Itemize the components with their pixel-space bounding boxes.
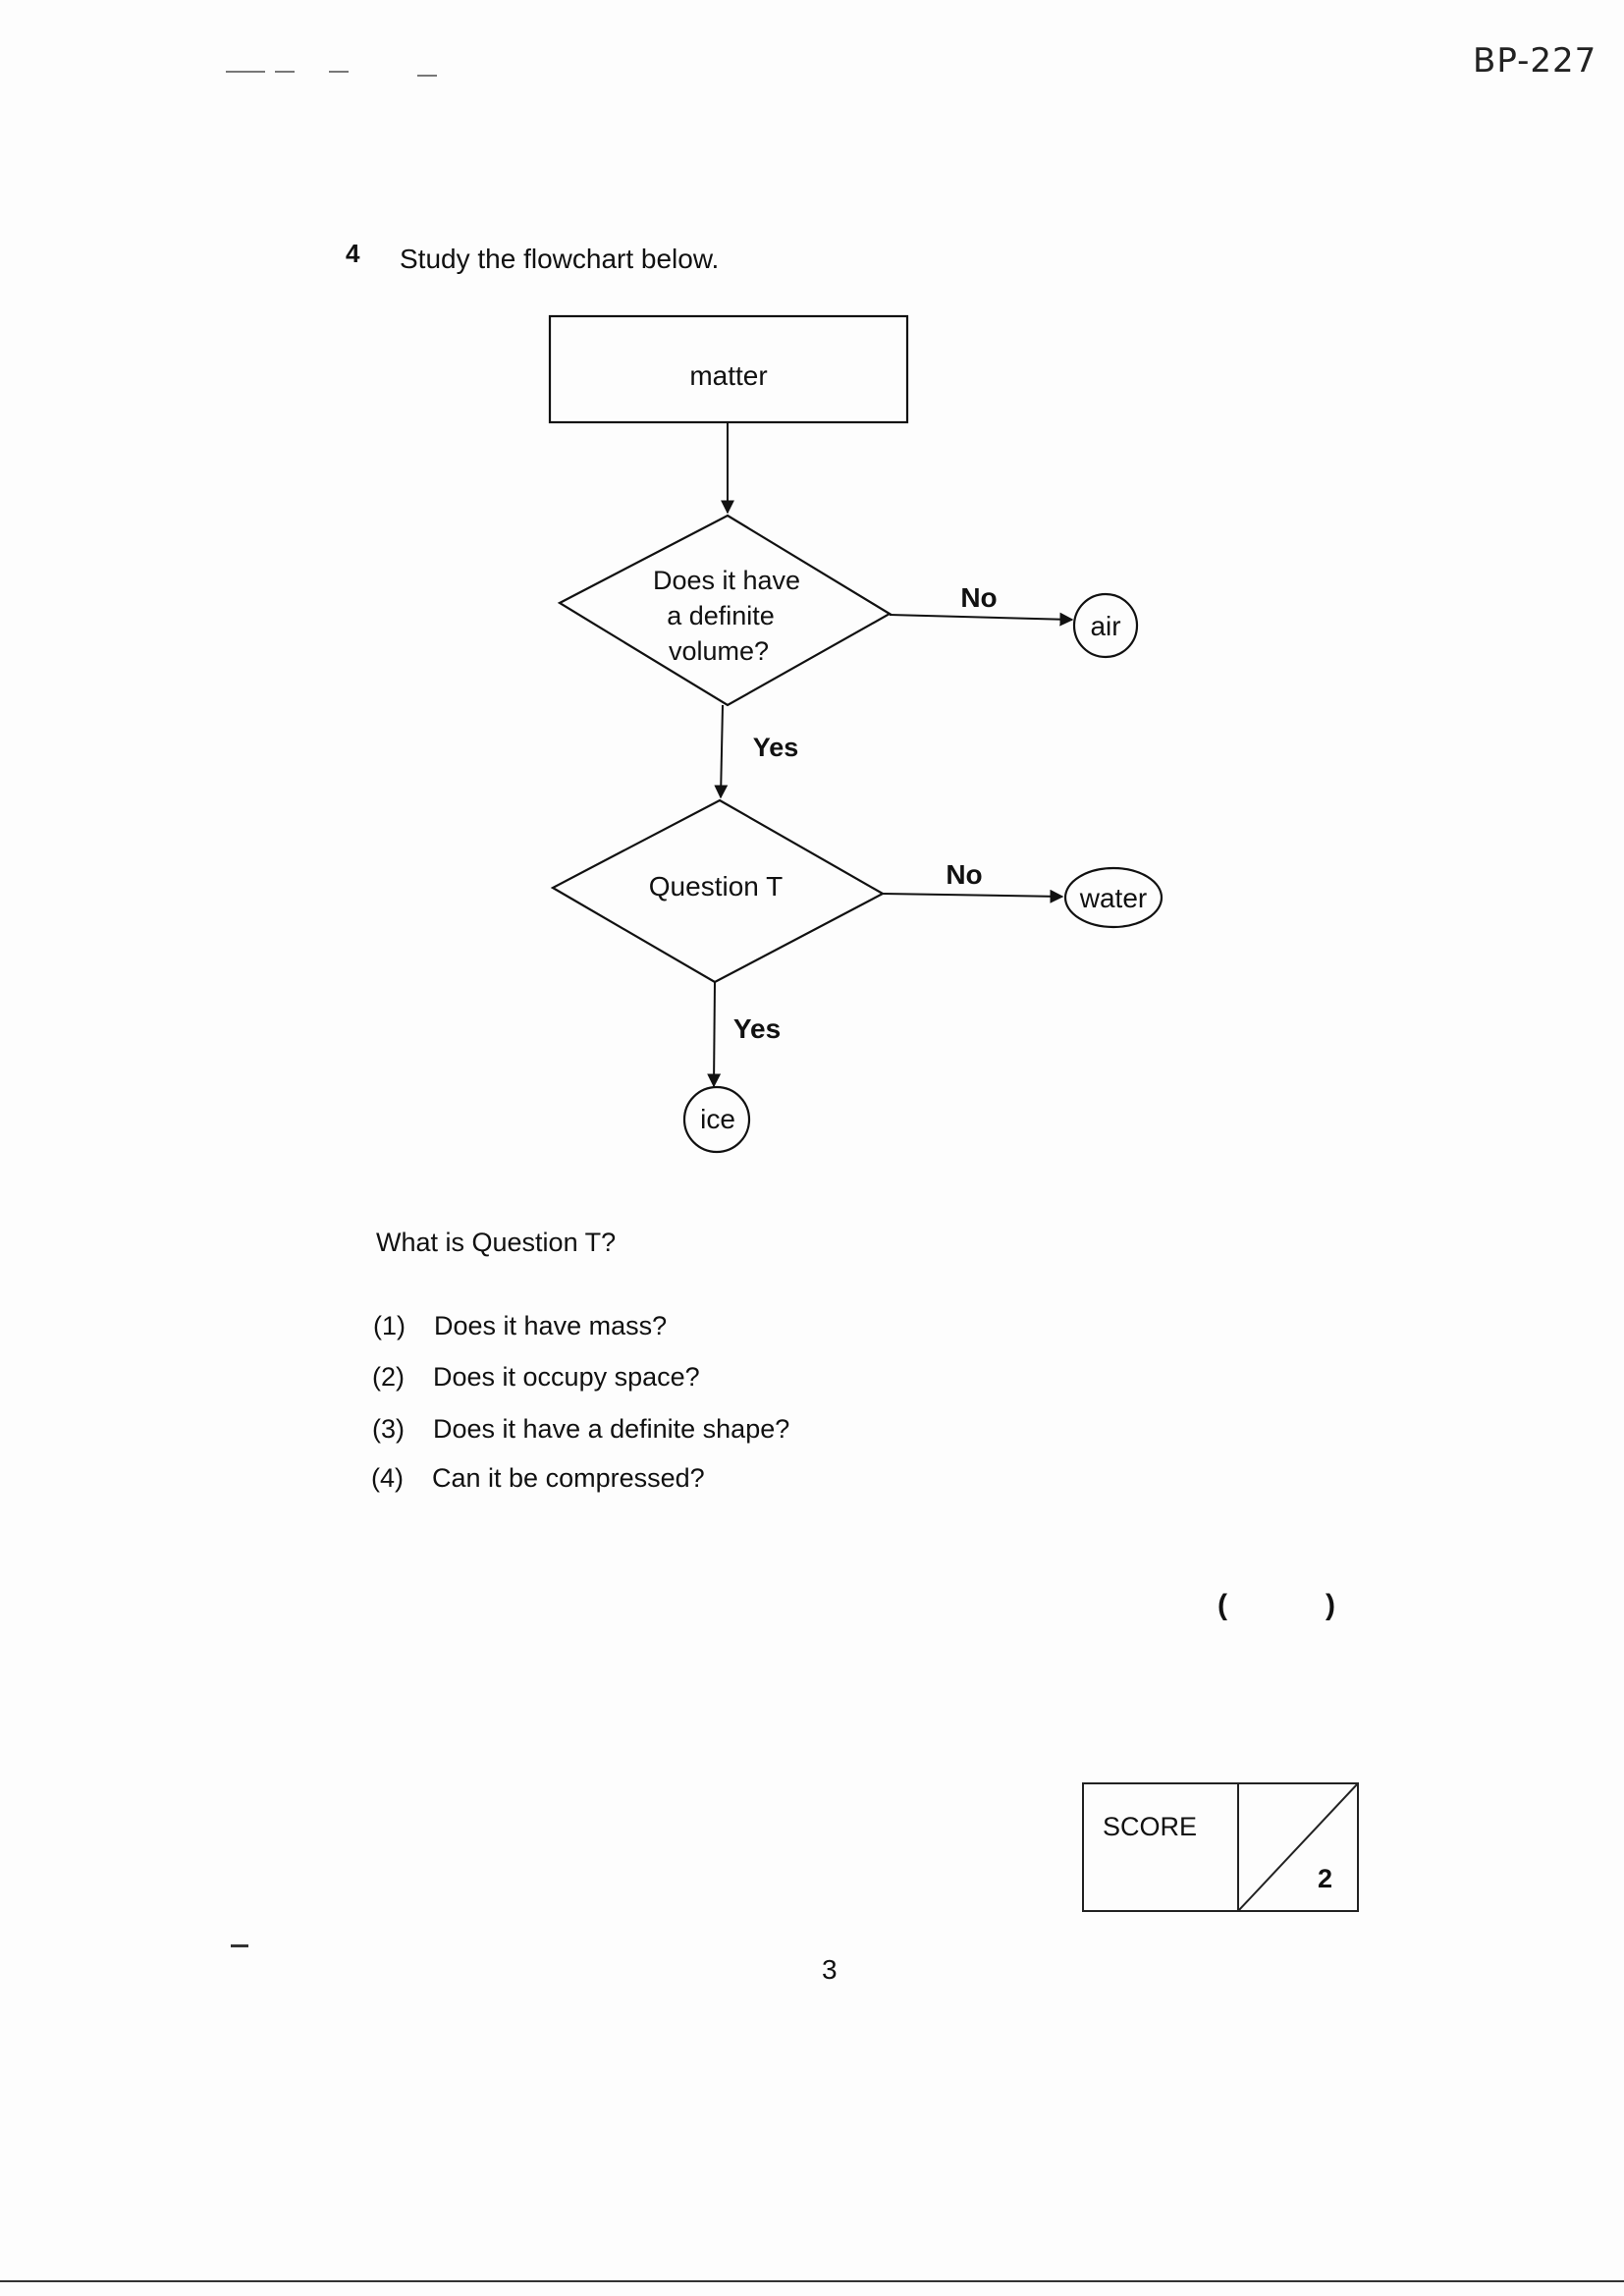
result-ice-label: ice [700, 1104, 735, 1134]
decision1-no-label: No [960, 582, 997, 613]
option-1-text: Does it have mass? [434, 1311, 668, 1340]
answer-space[interactable] [1239, 1586, 1318, 1625]
scan-mark [226, 71, 265, 73]
arrow-decision2-no [882, 889, 1064, 903]
score-max: 2 [1318, 1864, 1333, 1893]
question-prompt: What is Question T? [376, 1228, 617, 1257]
start-label: matter [689, 360, 767, 391]
option-2-number: (2) [372, 1362, 405, 1392]
result-air-node [1072, 592, 1139, 659]
option-4: (4) Can it be compressed? [371, 1463, 705, 1494]
arrow-decision1-yes [714, 704, 729, 799]
decision2-yes-label: Yes [733, 1013, 781, 1044]
decision2-no-label: No [946, 859, 982, 890]
result-water-label: water [1079, 883, 1147, 913]
option-4-text: Can it be compressed? [432, 1463, 705, 1493]
option-3-number: (3) [372, 1414, 405, 1444]
bottom-rule [0, 2280, 1624, 2282]
decision2-label: Question T [649, 871, 783, 902]
scan-mark [231, 1944, 248, 1947]
result-water-node [1063, 866, 1164, 929]
arrow-decision1-no [889, 612, 1074, 627]
answer-bracket-open: ( [1218, 1589, 1227, 1621]
result-ice-node [682, 1085, 751, 1154]
paper-code: BP-227 [1473, 41, 1597, 81]
page-number: 3 [822, 1954, 838, 1985]
flowchart: matter Does it have a definite volume? N… [548, 314, 1164, 1154]
decision1-line3: volume? [669, 636, 769, 666]
score-box [1082, 1782, 1359, 1912]
decision1-line2: a definite [667, 601, 775, 630]
option-3-text: Does it have a definite shape? [433, 1414, 790, 1444]
decision1-line1: Does it have [653, 566, 800, 595]
decision1-yes-label: Yes [753, 733, 799, 762]
arrow-decision2-yes [707, 981, 722, 1088]
scan-mark [275, 71, 295, 73]
scan-mark [329, 71, 349, 73]
option-1-number: (1) [373, 1311, 406, 1340]
option-1: (1) Does it have mass? [373, 1311, 667, 1341]
option-3: (3) Does it have a definite shape? [372, 1414, 789, 1445]
option-2: (2) Does it occupy space? [372, 1362, 700, 1393]
option-2-text: Does it occupy space? [433, 1362, 700, 1392]
scan-mark [417, 75, 437, 77]
score-label: SCORE [1103, 1812, 1198, 1841]
option-4-number: (4) [371, 1463, 404, 1493]
question-instruction: Study the flowchart below. [400, 244, 720, 274]
result-air-label: air [1090, 611, 1120, 641]
score-diagonal [1238, 1783, 1358, 1911]
question-number: 4 [346, 239, 360, 268]
score-divider [1237, 1782, 1239, 1912]
decision-definite-volume [557, 514, 893, 707]
answer-bracket-close: ) [1326, 1589, 1335, 1621]
